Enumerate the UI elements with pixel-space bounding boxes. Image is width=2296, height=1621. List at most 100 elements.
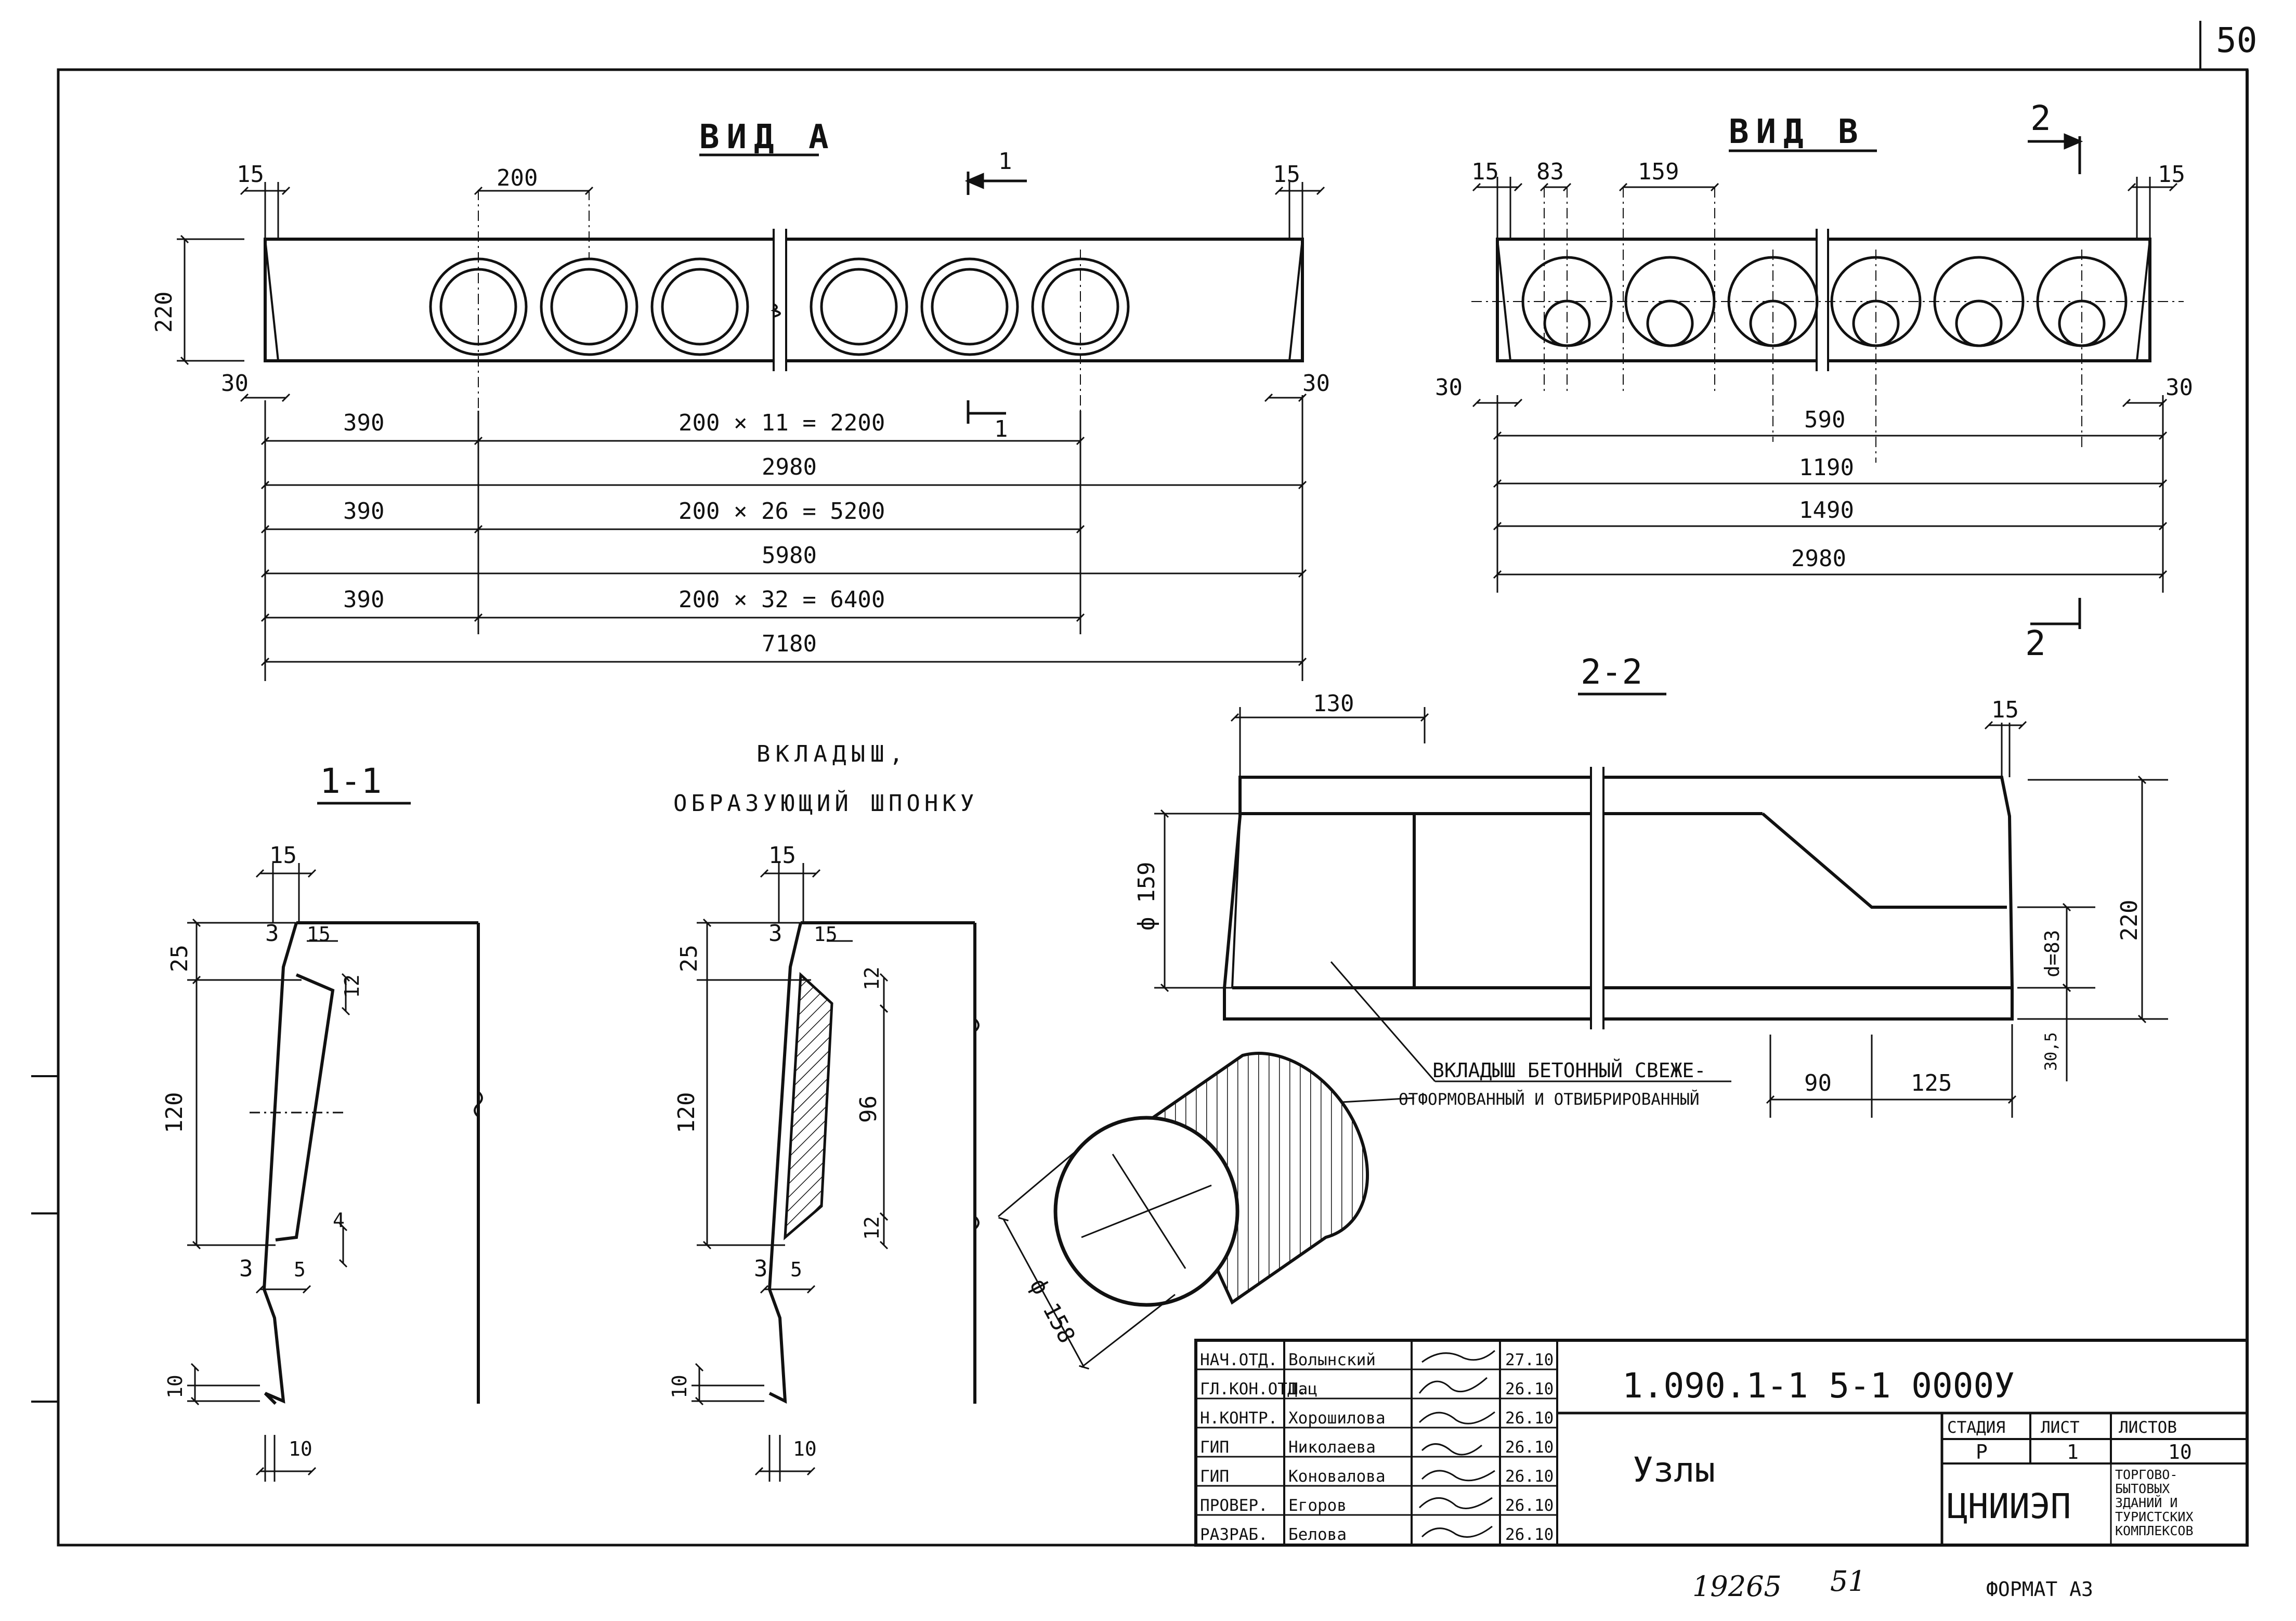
view-b: ВИД В (1435, 98, 2193, 663)
title-block-signatures (1418, 1350, 1495, 1538)
tb-role-6: ПРОВЕР. (1200, 1496, 1268, 1515)
dim-a-r2-total: 5980 (762, 542, 817, 569)
dim-11-3: 3 (265, 920, 279, 947)
tb-role-7: РАЗРАБ. (1200, 1525, 1268, 1544)
dim-a-r3-holes: 200 × 32 = 6400 (679, 586, 885, 613)
dim-11-b5: 5 (294, 1258, 306, 1281)
dim-ins-3: 3 (768, 920, 782, 947)
section-1-1: 1-1 15 3 15 25 (161, 761, 483, 1482)
tb-name-4: Николаева (1288, 1438, 1376, 1457)
tb-date-1: 27.10 (1505, 1351, 1554, 1369)
tb-org-desc-1: ТОРГОВО- (2115, 1467, 2177, 1482)
tb-org-desc-5: КОМПЛЕКСОВ (2115, 1523, 2194, 1538)
section-1-label-bottom: 1 (994, 416, 1008, 442)
dim-a-r1-total: 2980 (762, 454, 817, 480)
dim-22-90: 90 (1804, 1070, 1832, 1096)
tb-role-2: ГЛ.КОН.ОТД. (1200, 1380, 1307, 1398)
tb-org-desc: ТОРГОВО- БЫТОВЫХ ЗДАНИЙ И ТУРИСТСКИХ КОМ… (2115, 1467, 2194, 1538)
tb-role-4: ГИП (1200, 1438, 1229, 1457)
dim-22-d83: d=83 (2041, 930, 2064, 977)
dim-11-c10: 10 (164, 1375, 187, 1398)
tb-org-desc-2: БЫТОВЫХ (2115, 1481, 2170, 1496)
dim-a-r3-offset: 390 (343, 586, 384, 613)
tb-role-1: НАЧ.ОТД. (1200, 1351, 1277, 1369)
tb-date-3: 26.10 (1505, 1409, 1554, 1428)
tb-sheets: 10 (2168, 1441, 2192, 1463)
tb-sheet: 1 (2067, 1441, 2079, 1463)
dim-view-b-edge-left: 15 (1471, 159, 1499, 185)
dim-view-b-590: 590 (1804, 407, 1845, 433)
insert-note: ВКЛАДЫШ БЕТОННЫЙ СВЕЖЕ- ОТФОРМОВАННЫЙ И … (1330, 961, 1731, 1109)
view-b-title: ВИД В (1729, 113, 1866, 151)
tb-org-desc-4: ТУРИСТСКИХ (2115, 1509, 2194, 1524)
dim-22-125: 125 (1911, 1070, 1952, 1096)
sheet-number: 50 (2216, 20, 2257, 60)
footer-page: 51 (1830, 1565, 1866, 1598)
section-1-marker (964, 172, 1027, 424)
dim-view-b-159: 159 (1638, 159, 1679, 185)
dim-11-b3: 3 (239, 1256, 253, 1282)
dim-ins-b12: 12 (860, 1216, 883, 1240)
insert-title-line2: ОБРАЗУЮЩИЙ ШПОНКУ (673, 789, 978, 817)
tb-name-7: Белова (1288, 1525, 1347, 1544)
dim-view-a-bottom-left: 30 (221, 370, 249, 397)
view-a-holes (429, 257, 1130, 356)
dim-a-r1-offset: 390 (343, 410, 384, 436)
dim-22-130: 130 (1313, 690, 1354, 717)
dim-view-b-83: 83 (1536, 159, 1564, 185)
note-line1: ВКЛАДЫШ БЕТОННЫЙ СВЕЖЕ- (1432, 1059, 1706, 1082)
dim-ins-12: 12 (860, 966, 883, 990)
dim-view-a-pitch: 200 (497, 165, 538, 191)
dim-11-top: 15 (269, 842, 297, 869)
section-2-2-title: 2-2 (1581, 652, 1642, 692)
view-a: ВИД А (151, 118, 1330, 681)
format-label: ФОРМАТ А3 (1986, 1578, 2093, 1601)
tb-name-5: Коновалова (1288, 1467, 1386, 1486)
section-2-marker (2028, 133, 2083, 629)
view-a-title: ВИД А (699, 118, 836, 156)
title-block (1194, 1339, 2249, 1547)
dim-view-a-edge-right: 15 (1273, 161, 1300, 188)
dim-a-r1-holes: 200 × 11 = 2200 (679, 410, 885, 436)
dim-view-b-bottom-left: 30 (1435, 374, 1463, 401)
section-2-label-top: 2 (2030, 98, 2051, 138)
dim-cylinder-phi158: ф 158 (1024, 1274, 1080, 1348)
dim-11-25: 25 (166, 945, 193, 972)
section-2-label-bottom: 2 (2025, 623, 2046, 663)
section-2-2: 2-2 (1133, 652, 2168, 1118)
dim-view-b-1490: 1490 (1799, 497, 1854, 524)
tb-role-5: ГИП (1200, 1467, 1229, 1486)
section-1-1-title: 1-1 (320, 761, 382, 801)
tb-stage: Р (1976, 1441, 1988, 1463)
dim-ins-top: 15 (768, 842, 796, 869)
sheet-frame (31, 21, 2249, 1547)
dim-22-220: 220 (2116, 900, 2143, 941)
dim-view-b-1190: 1190 (1799, 454, 1854, 481)
tb-name-1: Волынский (1288, 1351, 1376, 1369)
tb-org-desc-3: ЗДАНИЙ И (2115, 1495, 2177, 1510)
dim-ins-b5: 5 (790, 1258, 802, 1281)
tb-name-2: Шац (1288, 1380, 1317, 1398)
dim-11-120: 120 (161, 1092, 188, 1133)
tb-role-3: Н.КОНТР. (1200, 1409, 1277, 1428)
tb-org: ЦНИИЭП (1947, 1486, 2071, 1526)
insert-section: ВКЛАДЫШ, ОБРАЗУЮЩИЙ ШПОНКУ 15 3 (668, 741, 980, 1482)
insert-title-line1: ВКЛАДЫШ, (756, 741, 908, 767)
dim-11-15: 15 (307, 923, 331, 946)
dim-11-12: 12 (341, 974, 363, 998)
dim-a-r3-total: 7180 (762, 631, 817, 657)
drawing-name: Узлы (1633, 1450, 1715, 1490)
cylinder-insert: ф 158 (998, 1052, 1369, 1370)
dim-view-a-height: 220 (151, 292, 177, 333)
dim-view-b-2980: 2980 (1791, 545, 1846, 572)
dim-a-r2-holes: 200 × 26 = 5200 (679, 498, 885, 525)
dim-ins-15: 15 (814, 923, 838, 946)
dim-11-4: 4 (333, 1209, 345, 1232)
dim-ins-b3: 3 (754, 1256, 768, 1282)
tb-name-6: Егоров (1288, 1496, 1347, 1515)
tb-name-3: Хорошилова (1288, 1409, 1386, 1428)
dim-22-15: 15 (1991, 697, 2019, 723)
inventory-number: 19265 (1692, 1570, 1782, 1603)
tb-date-2: 26.10 (1505, 1380, 1554, 1398)
